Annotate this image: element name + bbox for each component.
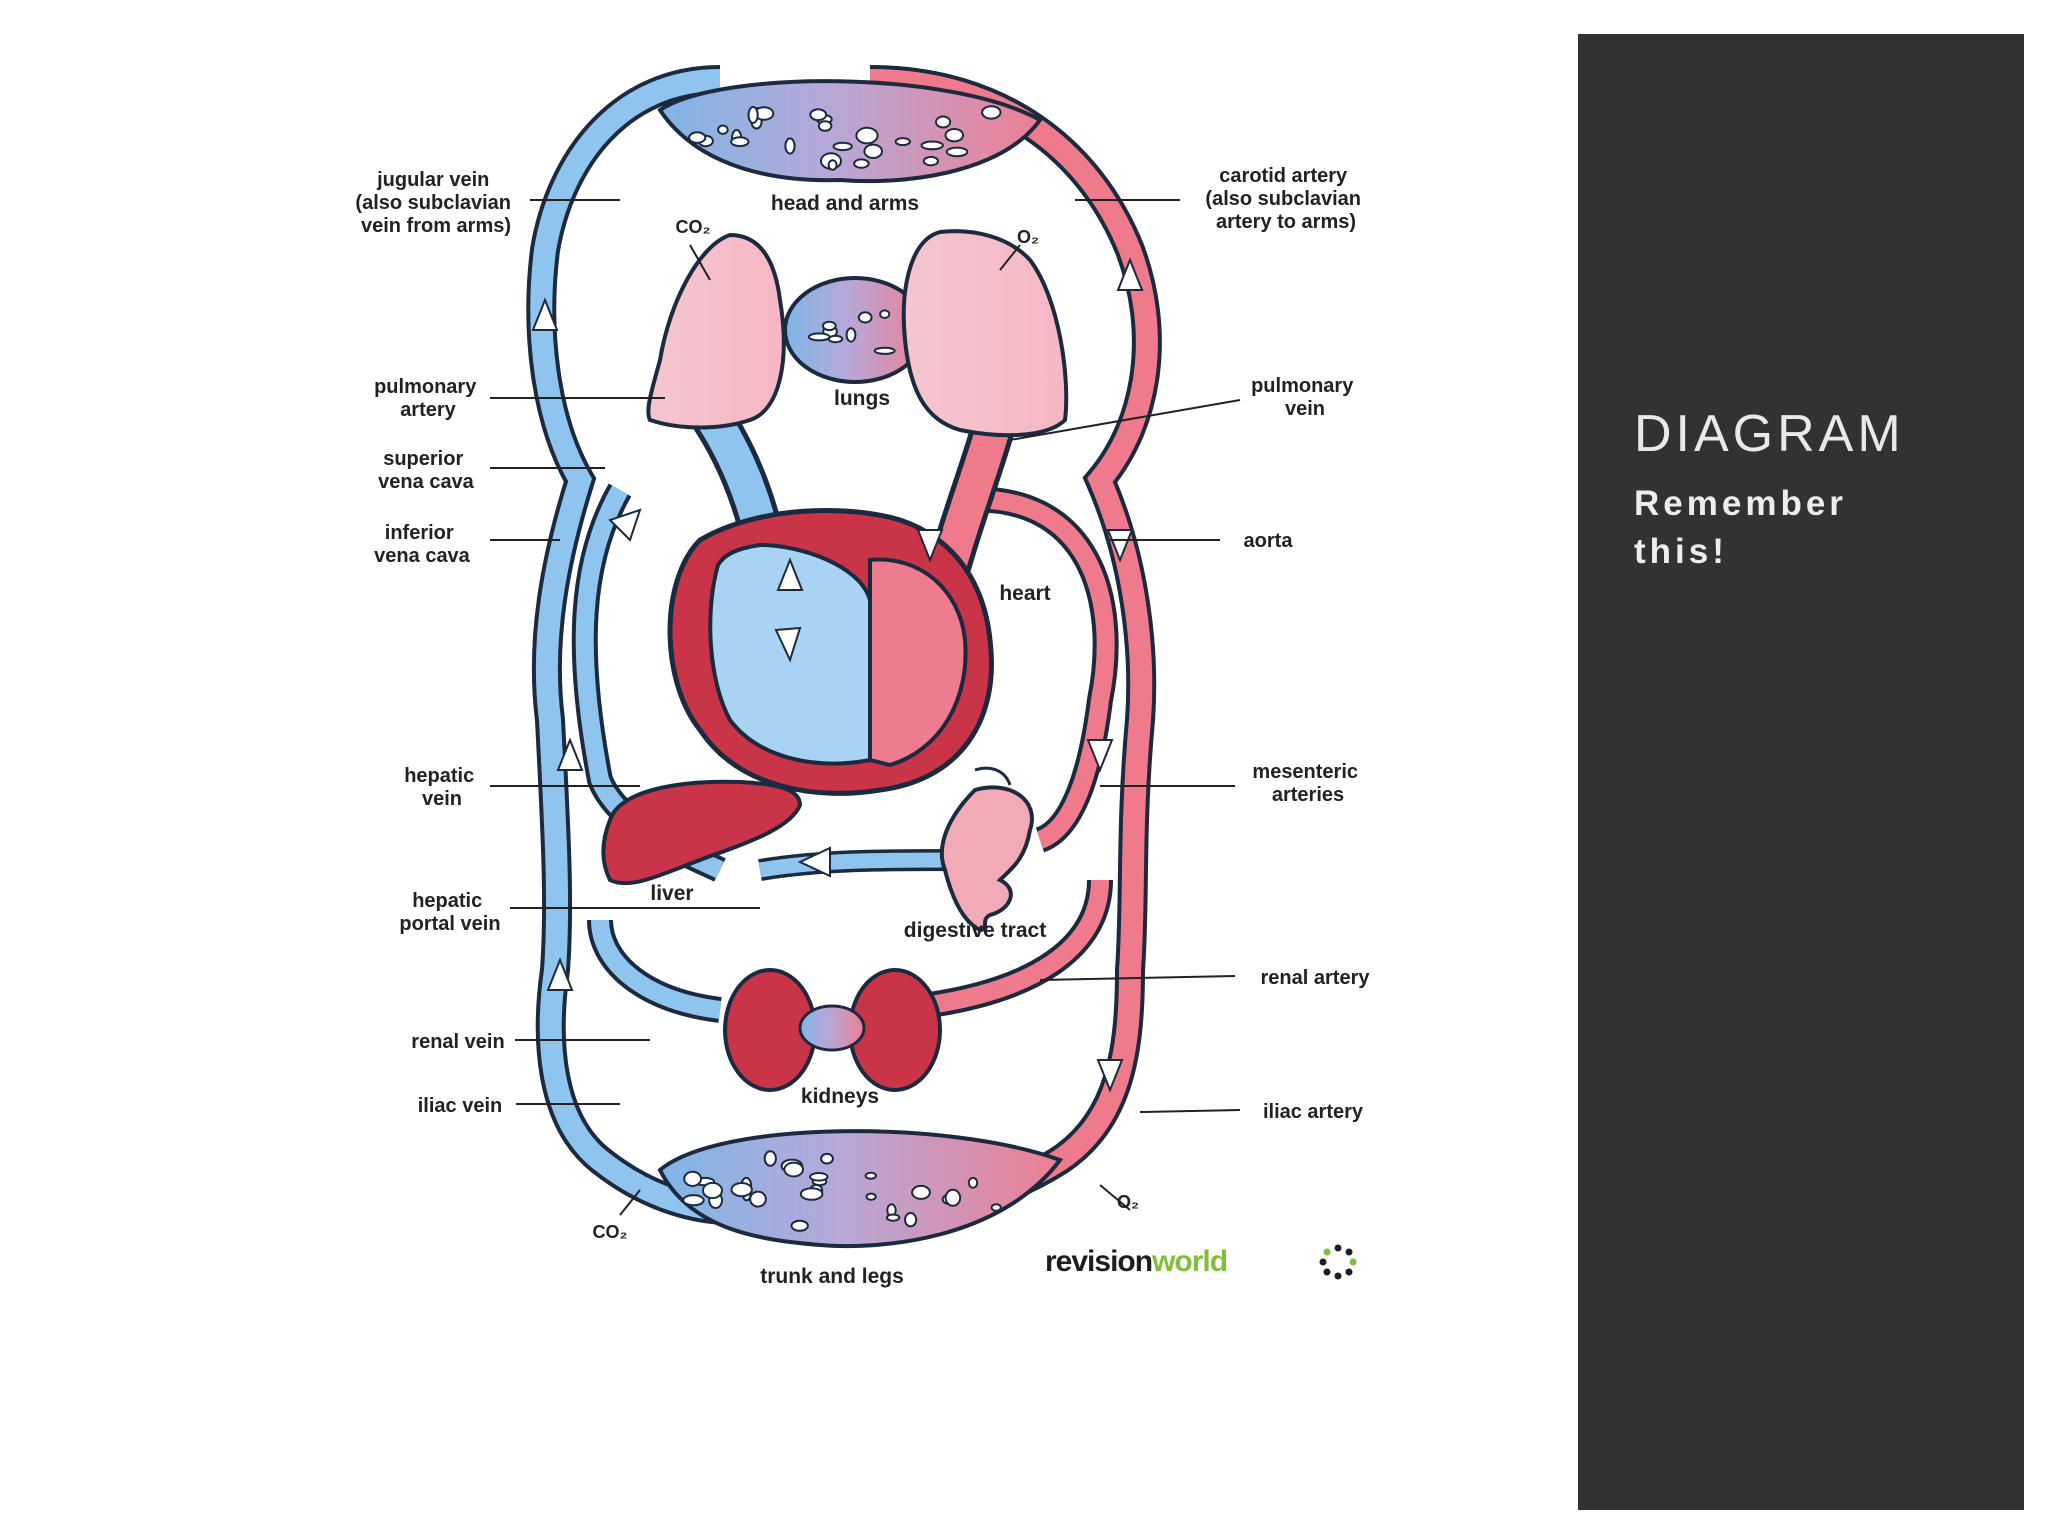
hepatic-vein-label: hepatic vein bbox=[404, 765, 480, 810]
capillary-hole bbox=[865, 1192, 877, 1201]
svg-text:revisionworld: revisionworld bbox=[1045, 1245, 1227, 1278]
right-lung bbox=[901, 229, 1069, 438]
capillary-hole bbox=[885, 1213, 901, 1222]
capillary-hole bbox=[945, 146, 969, 158]
iliac-vein-label: iliac vein bbox=[418, 1095, 503, 1117]
capillary-holes bbox=[682, 105, 1002, 1232]
digestive-tract-label: digestive tract bbox=[904, 919, 1046, 942]
leader-lines bbox=[490, 199, 1241, 1216]
capillary-hole bbox=[922, 155, 940, 167]
slide-title: DIAGRAM bbox=[1634, 405, 1905, 463]
capillary-hole bbox=[894, 137, 911, 147]
capillary-hole bbox=[821, 320, 837, 332]
heart-label: heart bbox=[999, 582, 1050, 605]
capillary-hole bbox=[827, 334, 844, 344]
capillary-hole bbox=[784, 137, 796, 155]
capillary-hole bbox=[688, 131, 707, 144]
iliac-artery-label: iliac artery bbox=[1263, 1101, 1364, 1123]
logo-text-world: world bbox=[1151, 1245, 1227, 1278]
capillary-hole bbox=[944, 1188, 962, 1207]
capillary-hole bbox=[873, 346, 896, 355]
capillary-hole bbox=[747, 106, 759, 124]
circulatory-system-diagram: head and arms lungs heart liver digestiv… bbox=[355, 65, 1370, 1288]
capillary-hole bbox=[799, 1187, 824, 1201]
capillary-hole bbox=[863, 143, 884, 160]
flow-arrows bbox=[531, 257, 1144, 1093]
slide-subtitle: Remember this! bbox=[1634, 484, 1847, 571]
capillary-hole bbox=[682, 1194, 705, 1207]
capillary-hole bbox=[904, 1212, 918, 1228]
diagram-labels: head and arms lungs heart liver digestiv… bbox=[355, 165, 1370, 1288]
hepatic-portal-vein-label: hepatic portal vein bbox=[399, 890, 500, 935]
capillary-hole bbox=[990, 1203, 1002, 1212]
pulmonary-artery-label: pulmonary artery bbox=[374, 376, 482, 421]
pulmonary-vein-label: pulmonary vein bbox=[1251, 375, 1359, 420]
capillary-hole bbox=[827, 159, 838, 171]
head-capillary-bed bbox=[657, 79, 1043, 184]
capillary-hole bbox=[864, 1171, 877, 1180]
left-lung bbox=[646, 232, 786, 430]
capillary-hole bbox=[763, 1150, 777, 1167]
renal-artery-label: renal artery bbox=[1261, 967, 1371, 989]
blood-vessels bbox=[526, 65, 1162, 1225]
capillary-hole bbox=[749, 1190, 767, 1208]
revisionworld-logo: revisionworld bbox=[1045, 1244, 1357, 1280]
logo-dots-icon bbox=[1319, 1244, 1357, 1280]
o2-top-label: O₂ bbox=[1017, 227, 1039, 247]
capillary-hole bbox=[944, 128, 965, 143]
liver-label: liver bbox=[650, 882, 693, 905]
logo-text-revision: revision bbox=[1045, 1245, 1152, 1278]
capillary-hole bbox=[845, 327, 857, 343]
capillary-hole bbox=[717, 124, 729, 135]
aorta-label: aorta bbox=[1244, 530, 1294, 552]
heart bbox=[667, 507, 994, 796]
title-panel: DIAGRAM Remember this! bbox=[1578, 34, 2024, 1510]
digestive-tract bbox=[939, 766, 1034, 933]
capillary-hole bbox=[702, 1181, 723, 1200]
capillary-hole bbox=[857, 311, 873, 324]
capillary-hole bbox=[920, 140, 944, 151]
trunk-capillary-bed bbox=[657, 1129, 1064, 1249]
capillary-hole bbox=[855, 126, 879, 145]
jugular-vein-label: jugular vein (also subclavian vein from … bbox=[355, 169, 516, 237]
capillary-hole bbox=[790, 1219, 809, 1232]
capillary-hole bbox=[911, 1184, 931, 1200]
co2-top-label: CO₂ bbox=[676, 217, 711, 237]
capillary-hole bbox=[683, 1170, 702, 1188]
trunk-and-legs-label: trunk and legs bbox=[760, 1265, 904, 1288]
capillary-hole bbox=[853, 158, 870, 169]
capillary-hole bbox=[809, 108, 828, 122]
superior-vena-cava-label: superior vena cava bbox=[378, 448, 475, 493]
capillary-hole bbox=[730, 136, 750, 148]
inferior-vena-cava-label: inferior vena cava bbox=[374, 522, 471, 567]
co2-bottom-label: CO₂ bbox=[593, 1222, 628, 1242]
capillary-hole bbox=[935, 115, 952, 129]
lungs-label: lungs bbox=[834, 387, 890, 410]
capillary-hole bbox=[817, 120, 833, 132]
capillary-hole bbox=[967, 1176, 979, 1189]
capillary-hole bbox=[730, 1182, 753, 1198]
mesenteric-arteries-label: mesenteric arteries bbox=[1252, 761, 1363, 806]
capillary-hole bbox=[809, 1172, 829, 1182]
capillary-hole bbox=[783, 1161, 805, 1178]
kidneys-label: kidneys bbox=[801, 1085, 879, 1108]
renal-vein-label: renal vein bbox=[411, 1031, 504, 1053]
head-and-arms-label: head and arms bbox=[771, 192, 919, 215]
capillary-hole bbox=[807, 332, 831, 342]
capillary-hole bbox=[981, 105, 1002, 120]
capillary-hole bbox=[879, 309, 891, 320]
liver bbox=[601, 779, 803, 886]
capillary-hole bbox=[832, 141, 853, 152]
capillary-hole bbox=[820, 1152, 834, 1165]
carotid-artery-label: carotid artery (also subclavian artery t… bbox=[1205, 165, 1366, 233]
o2-bottom-label: O₂ bbox=[1117, 1192, 1139, 1212]
